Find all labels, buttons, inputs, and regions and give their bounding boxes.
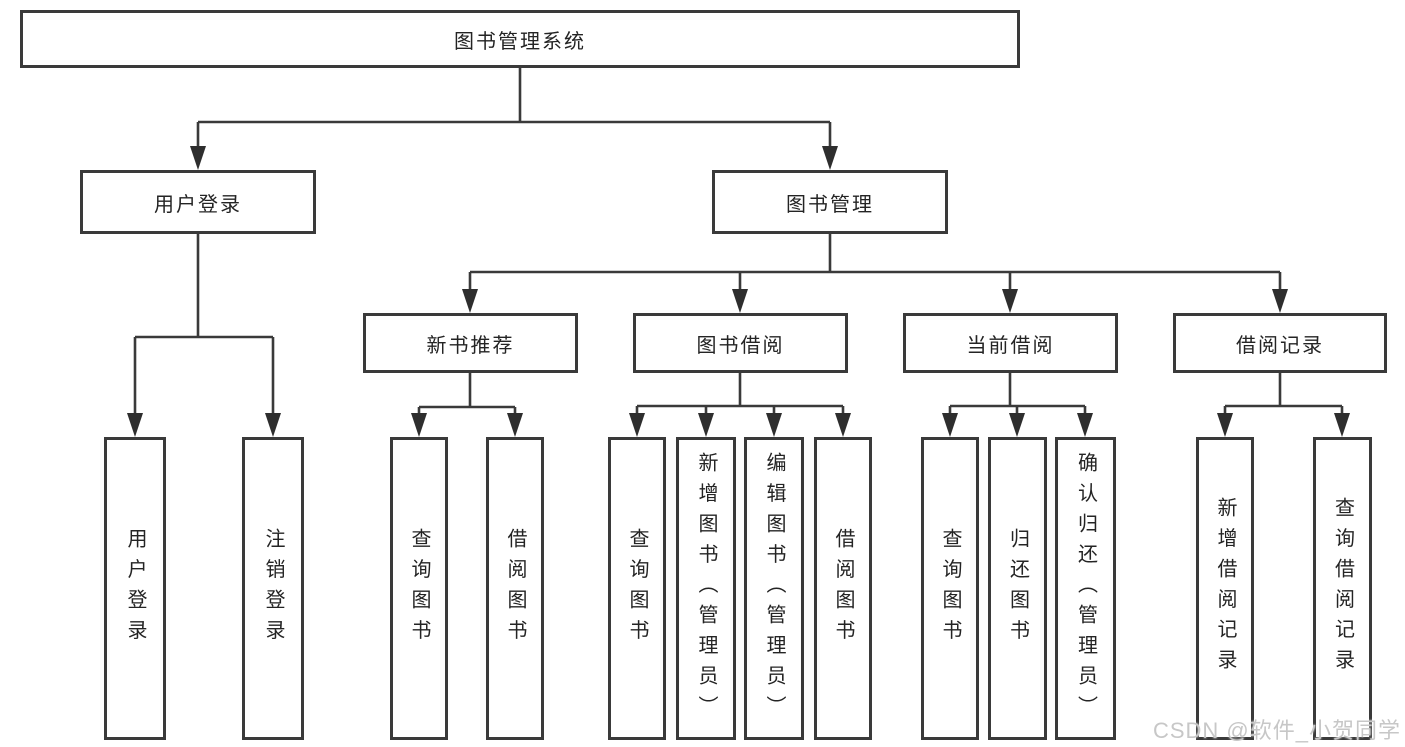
node-book-management: 图书管理 bbox=[712, 170, 948, 234]
node-current-borrowing: 当前借阅 bbox=[903, 313, 1118, 373]
arrowhead bbox=[942, 413, 958, 437]
leaf-current-return-books-label: 归还图书 bbox=[1006, 527, 1029, 650]
node-root-label: 图书管理系统 bbox=[454, 30, 586, 53]
leaf-borrowing-edit-books-admin: 编辑图书（管理员） bbox=[744, 437, 804, 740]
leaf-records-add-record: 新增借阅记录 bbox=[1196, 437, 1254, 740]
leaf-recommend-query-books-label: 查询图书 bbox=[408, 527, 430, 650]
arrowhead bbox=[1272, 289, 1288, 313]
leaf-borrowing-query-books: 查询图书 bbox=[608, 437, 666, 740]
node-book-borrowing: 图书借阅 bbox=[633, 313, 848, 373]
node-book-borrowing-label: 图书借阅 bbox=[696, 334, 785, 357]
arrowhead bbox=[1009, 413, 1025, 437]
node-user-login: 用户登录 bbox=[80, 170, 316, 234]
arrowhead bbox=[1334, 413, 1350, 437]
arrowhead bbox=[835, 413, 851, 437]
node-new-book-recommend-label: 新书推荐 bbox=[426, 334, 515, 357]
leaf-user-login-label: 用户登录 bbox=[124, 527, 146, 650]
leaf-borrowing-add-books-admin: 新增图书（管理员） bbox=[676, 437, 736, 740]
arrowhead bbox=[629, 413, 645, 437]
arrowhead bbox=[462, 289, 478, 313]
leaf-borrowing-borrow-books-label: 借阅图书 bbox=[832, 527, 854, 650]
leaf-logout: 注销登录 bbox=[242, 437, 304, 740]
leaf-current-confirm-return-admin: 确认归还（管理员） bbox=[1055, 437, 1116, 740]
leaf-logout-label: 注销登录 bbox=[262, 527, 284, 650]
leaf-borrowing-query-books-label: 查询图书 bbox=[626, 527, 648, 650]
leaf-recommend-borrow-books: 借阅图书 bbox=[486, 437, 544, 740]
leaf-recommend-borrow-books-label: 借阅图书 bbox=[504, 527, 526, 650]
leaf-borrowing-borrow-books: 借阅图书 bbox=[814, 437, 872, 740]
leaf-current-return-books: 归还图书 bbox=[988, 437, 1047, 740]
node-borrow-records-label: 借阅记录 bbox=[1236, 334, 1324, 357]
arrowhead bbox=[732, 289, 748, 313]
arrowhead bbox=[1077, 413, 1093, 437]
leaf-user-login: 用户登录 bbox=[104, 437, 166, 740]
arrowhead bbox=[411, 413, 427, 437]
node-user-login-label: 用户登录 bbox=[154, 193, 242, 216]
arrowhead bbox=[1002, 289, 1018, 313]
leaf-borrowing-add-books-admin-label: 新增图书（管理员） bbox=[695, 451, 717, 726]
leaf-current-confirm-return-admin-label: 确认归还（管理员） bbox=[1074, 451, 1097, 726]
arrowhead bbox=[766, 413, 782, 437]
arrowhead bbox=[265, 413, 281, 437]
node-book-management-label: 图书管理 bbox=[786, 193, 874, 216]
leaf-recommend-query-books: 查询图书 bbox=[390, 437, 448, 740]
arrowhead bbox=[127, 413, 143, 437]
arrowhead bbox=[698, 413, 714, 437]
node-new-book-recommend: 新书推荐 bbox=[363, 313, 578, 373]
node-current-borrowing-label: 当前借阅 bbox=[966, 334, 1055, 357]
arrowhead bbox=[1217, 413, 1233, 437]
csdn-watermark: CSDN @软件_小贺同学 bbox=[1152, 718, 1401, 743]
leaf-current-query-books: 查询图书 bbox=[921, 437, 979, 740]
leaf-records-query-record-label: 查询借阅记录 bbox=[1331, 497, 1354, 680]
arrowhead bbox=[190, 146, 206, 170]
leaf-records-query-record: 查询借阅记录 bbox=[1313, 437, 1372, 740]
leaf-borrowing-edit-books-admin-label: 编辑图书（管理员） bbox=[763, 451, 785, 726]
node-borrow-records: 借阅记录 bbox=[1173, 313, 1387, 373]
arrowhead bbox=[822, 146, 838, 170]
node-root: 图书管理系统 bbox=[20, 10, 1020, 68]
leaf-records-add-record-label: 新增借阅记录 bbox=[1214, 497, 1236, 680]
arrowhead bbox=[507, 413, 523, 437]
leaf-current-query-books-label: 查询图书 bbox=[939, 527, 961, 650]
